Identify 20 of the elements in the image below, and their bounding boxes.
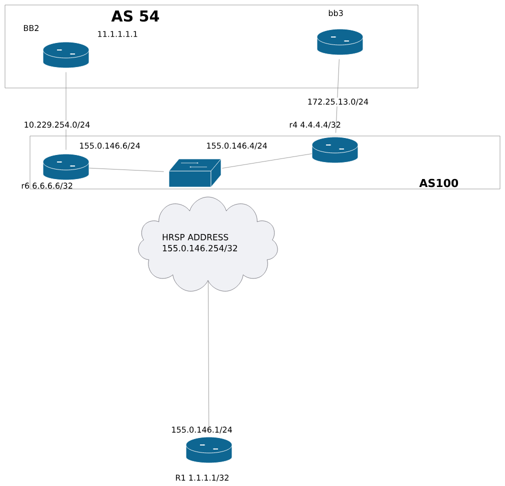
router-icon: [42, 42, 90, 68]
connection-line: [222, 154, 312, 168]
router-label: R1 1.1.1.1/32: [176, 474, 228, 482]
connection-line: [89, 168, 164, 172]
router-label: bb3: [328, 10, 343, 16]
router-label: r4 4.4.4.4/32: [290, 122, 340, 128]
connection-line: [336, 58, 340, 133]
switch-icon: [168, 158, 222, 188]
router-label: r6 6.6.6.6/32: [22, 182, 72, 190]
address-label: 155.0.146.6/24: [80, 142, 140, 150]
edge-label: 172.25.13.0/24: [306, 98, 370, 106]
router-icon: [312, 136, 358, 164]
router-label: 11.1.1.1.1: [98, 31, 138, 37]
router-label: 155.0.146.1/24: [172, 426, 232, 434]
address-label: 155.0.146.4/24: [207, 142, 267, 150]
router-icon: [186, 436, 232, 464]
edge-label: 10.229.254.0/24: [22, 120, 92, 130]
router-icon: [316, 28, 364, 56]
router-label: BB2: [24, 25, 38, 31]
router-icon: [42, 154, 90, 180]
